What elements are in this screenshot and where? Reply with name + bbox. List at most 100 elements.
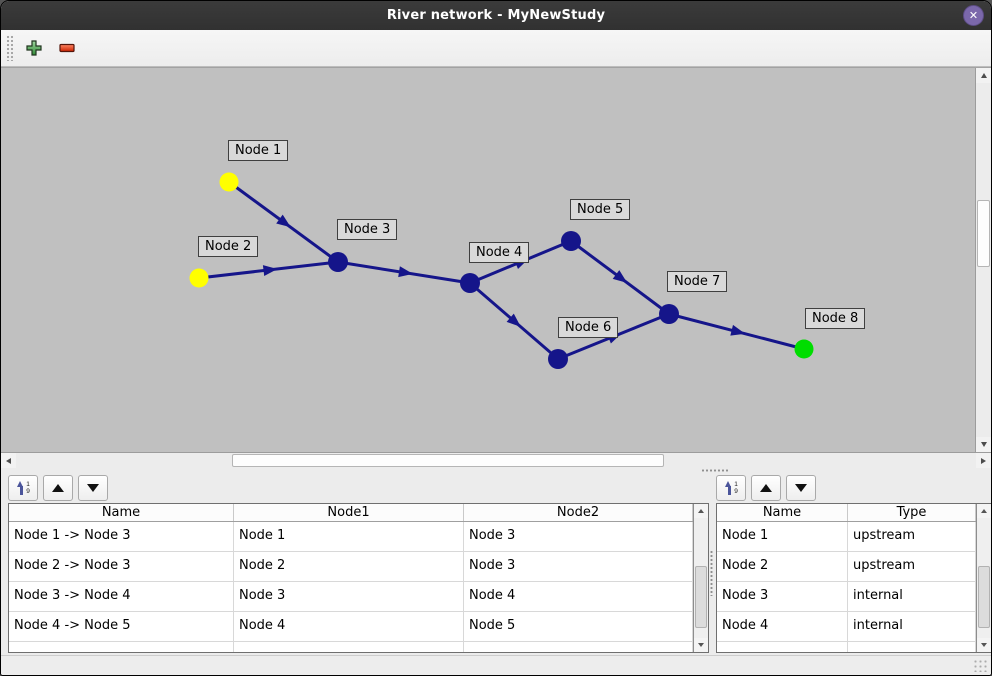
add-button[interactable]: [20, 34, 48, 62]
table-cell[interactable]: Node 1: [717, 522, 848, 551]
scroll-down-button[interactable]: [976, 437, 991, 452]
node-label-node-7[interactable]: Node 7: [667, 271, 728, 292]
network-canvas[interactable]: Node 1 Node 2 Node 3 Node 4 Node 5 Node 6 Node…: [1, 68, 975, 452]
scroll-up-button[interactable]: [976, 68, 991, 83]
table-cell[interactable]: Node 2 -> Node 3: [9, 552, 234, 581]
node-node-2[interactable]: [189, 268, 209, 288]
scroll-down-button[interactable]: [977, 638, 991, 652]
close-button[interactable]: ✕: [963, 5, 984, 26]
hscroll-thumb[interactable]: [232, 454, 664, 467]
column-header-name[interactable]: Name: [717, 504, 848, 521]
table-cell[interactable]: Node 3 -> Node 4: [9, 582, 234, 611]
resize-grip[interactable]: [973, 659, 987, 672]
scroll-up-button[interactable]: [694, 504, 708, 518]
hscroll-track[interactable]: [16, 453, 976, 468]
vscroll-track[interactable]: [976, 83, 991, 437]
node-label-node-6[interactable]: Node 6: [558, 317, 619, 338]
scroll-right-button[interactable]: [976, 453, 991, 468]
remove-button[interactable]: [53, 34, 81, 62]
links-move-up-button[interactable]: [43, 474, 73, 501]
node-label-node-2[interactable]: Node 2: [198, 236, 259, 257]
arrow-up-icon: [52, 483, 64, 492]
table-cell[interactable]: Node 3: [234, 582, 464, 611]
table-cell[interactable]: Node 4: [717, 612, 848, 641]
table-cell[interactable]: internal: [848, 612, 976, 641]
toolbar: [1, 30, 991, 67]
minus-icon: [59, 43, 75, 53]
table-cell[interactable]: Node 3: [464, 552, 693, 581]
arrow-left-icon: [6, 457, 11, 464]
links-table-scrollbar[interactable]: [693, 504, 708, 652]
canvas-hscrollbar[interactable]: [1, 452, 991, 468]
arrow-down-icon: [698, 643, 704, 647]
node-label-node-1[interactable]: Node 1: [228, 140, 289, 161]
node-node-7[interactable]: [659, 304, 679, 324]
column-header-type[interactable]: Type: [848, 504, 976, 521]
table-cell[interactable]: Node 2: [234, 552, 464, 581]
scroll-thumb[interactable]: [695, 566, 707, 629]
arrow-down-icon: [980, 442, 987, 447]
table-cell[interactable]: internal: [848, 582, 976, 611]
node-node-4[interactable]: [460, 273, 480, 293]
node-label-node-4[interactable]: Node 4: [469, 242, 530, 263]
nodes-table-scrollbar[interactable]: [976, 504, 991, 652]
toolbar-drag-handle[interactable]: [6, 35, 13, 61]
titlebar[interactable]: River network - MyNewStudy ✕: [1, 1, 991, 30]
table-cell[interactable]: Node 4 -> Node 5: [9, 612, 234, 641]
node-node-3[interactable]: [328, 252, 348, 272]
edge-arrow-icon: [730, 324, 746, 336]
nodes-move-up-button[interactable]: [751, 474, 781, 501]
table-cell[interactable]: Node 4: [234, 612, 464, 641]
arrow-up-icon: [698, 509, 704, 513]
scroll-up-button[interactable]: [977, 504, 991, 518]
statusbar: [1, 655, 991, 675]
node-node-6[interactable]: [548, 349, 568, 369]
column-header-name[interactable]: Name: [9, 504, 234, 521]
horizontal-splitter[interactable]: [1, 468, 991, 472]
table-cell[interactable]: upstream: [848, 522, 976, 551]
scroll-down-button[interactable]: [694, 638, 708, 652]
node-node-5[interactable]: [561, 231, 581, 251]
nodes-move-down-button[interactable]: [786, 474, 816, 501]
table-row-partial: [717, 642, 976, 652]
table-cell[interactable]: Node 4: [464, 582, 693, 611]
column-header-node1[interactable]: Node1: [234, 504, 464, 521]
vertical-splitter[interactable]: [709, 472, 713, 655]
node-node-8[interactable]: [794, 339, 814, 359]
table-cell[interactable]: Node 1 -> Node 3: [9, 522, 234, 551]
table-cell[interactable]: Node 3: [717, 582, 848, 611]
table-cell[interactable]: Node 1: [234, 522, 464, 551]
node-node-1[interactable]: [219, 172, 239, 192]
column-header-node2[interactable]: Node2: [464, 504, 693, 521]
scroll-track[interactable]: [694, 518, 708, 638]
plus-icon: [26, 40, 42, 56]
vscroll-thumb[interactable]: [977, 199, 990, 268]
node-label-node-5[interactable]: Node 5: [570, 199, 631, 220]
scroll-track[interactable]: [977, 518, 991, 638]
scroll-thumb[interactable]: [978, 566, 990, 629]
links-move-down-button[interactable]: [78, 474, 108, 501]
canvas-vscrollbar[interactable]: [975, 68, 991, 452]
scroll-left-button[interactable]: [1, 453, 16, 468]
table-cell[interactable]: Node 5: [464, 612, 693, 641]
table-cell[interactable]: Node 3: [464, 522, 693, 551]
node-label-node-3[interactable]: Node 3: [337, 219, 398, 240]
table-cell[interactable]: Node 2: [717, 552, 848, 581]
table-cell[interactable]: upstream: [848, 552, 976, 581]
node-label-node-8[interactable]: Node 8: [805, 308, 866, 329]
